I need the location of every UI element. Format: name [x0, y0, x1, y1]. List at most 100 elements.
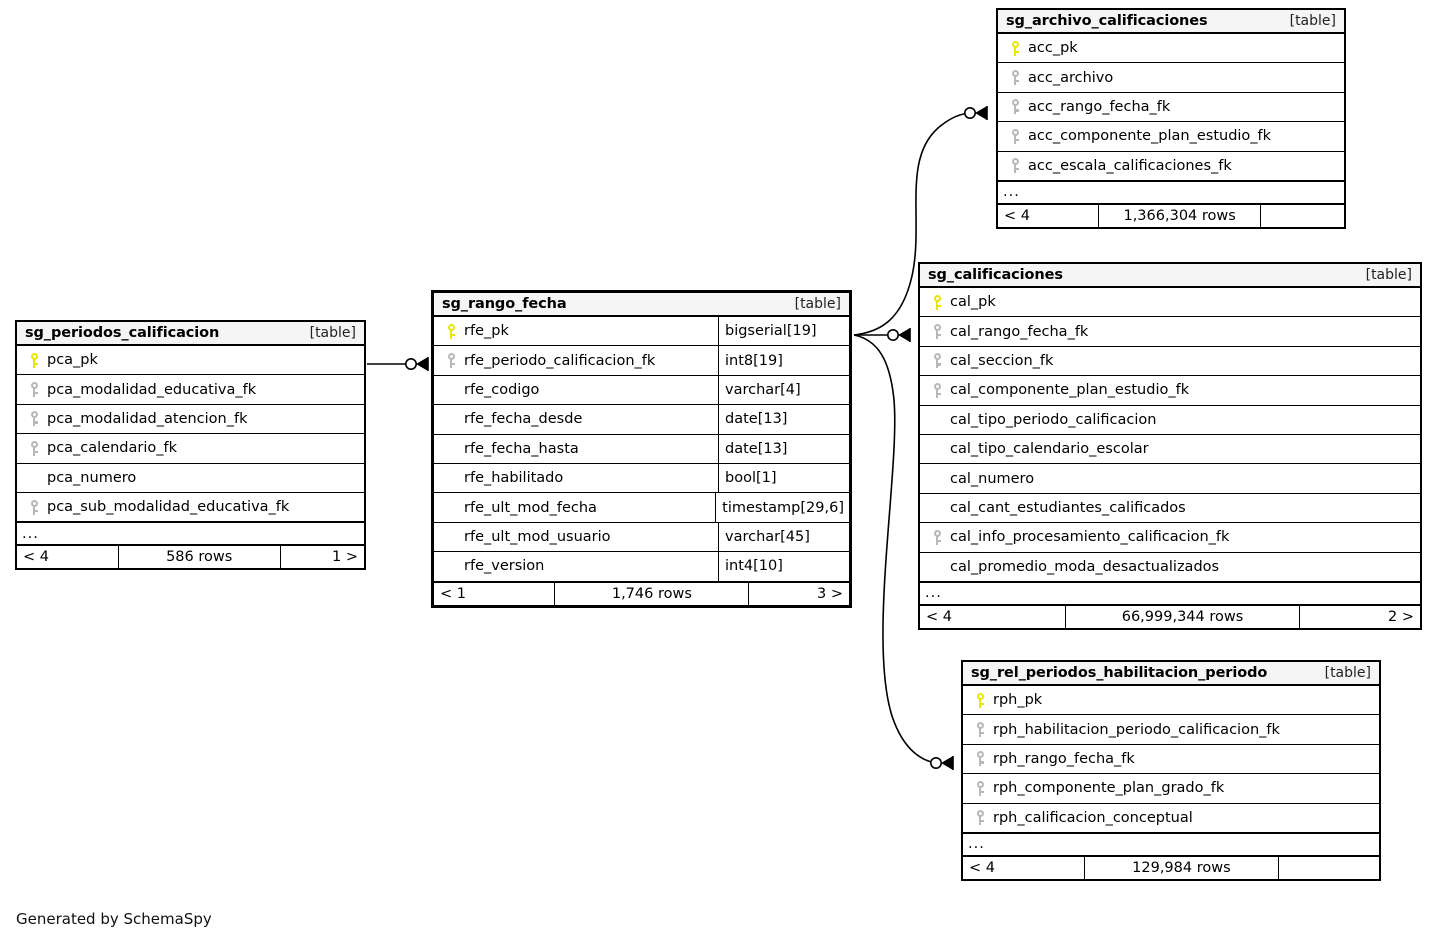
column-label: cal_rango_fecha_fk	[950, 323, 1089, 340]
key-icon-foreign	[976, 751, 985, 767]
table-footer: < 1 1,746 rows 3 >	[434, 581, 849, 605]
column-label: acc_rango_fecha_fk	[1028, 98, 1171, 115]
table-title: sg_rel_periodos_habilitacion_periodo	[971, 664, 1268, 681]
column-name-cell: cal_cant_estudiantes_calificados	[920, 494, 1420, 522]
column-label: cal_tipo_periodo_calificacion	[950, 411, 1157, 428]
column-row[interactable]: cal_componente_plan_estudio_fk	[920, 376, 1420, 406]
column-name-cell: rfe_fecha_hasta	[434, 435, 718, 463]
children-count[interactable]: 3 >	[817, 585, 843, 602]
column-row[interactable]: pca_numero	[17, 463, 364, 493]
key-icon-foreign	[1011, 70, 1020, 86]
children-count[interactable]	[1261, 205, 1344, 227]
children-count[interactable]	[1279, 857, 1379, 879]
column-row[interactable]: cal_tipo_periodo_calificacion	[920, 405, 1420, 435]
table-header-sg_archivo_calificaciones[interactable]: sg_archivo_calificaciones[table]	[998, 10, 1344, 34]
column-row[interactable]: rph_pk	[963, 686, 1379, 716]
column-row[interactable]: cal_numero	[920, 464, 1420, 494]
column-row[interactable]: pca_pk	[17, 346, 364, 376]
table-title: sg_archivo_calificaciones	[1006, 12, 1208, 29]
column-label: pca_modalidad_atencion_fk	[47, 410, 248, 427]
column-row[interactable]: cal_seccion_fk	[920, 346, 1420, 377]
column-label: cal_tipo_calendario_escolar	[950, 441, 1149, 458]
column-row[interactable]: acc_archivo	[998, 63, 1344, 93]
column-label: rfe_fecha_desde	[464, 411, 583, 428]
cardinality-many-marker	[941, 756, 953, 770]
column-label: cal_info_procesamiento_calificacion_fk	[950, 529, 1230, 546]
column-row[interactable]: rph_componente_plan_grado_fk	[963, 774, 1379, 804]
column-datatype: int4[10]	[718, 552, 849, 581]
column-row[interactable]: cal_tipo_calendario_escolar	[920, 434, 1420, 465]
column-row[interactable]: acc_componente_plan_estudio_fk	[998, 122, 1344, 152]
key-icon-primary	[447, 323, 456, 339]
table-header-sg_rel_periodos_habilitacion_periodo[interactable]: sg_rel_periodos_habilitacion_periodo [tab…	[963, 662, 1379, 686]
primary-key-icon	[927, 294, 947, 310]
column-name-cell: pca_pk	[17, 346, 364, 374]
parents-count[interactable]: < 4	[1004, 207, 1030, 224]
row-count: 1,746 rows	[554, 582, 750, 605]
foreign-key-icon	[24, 440, 44, 456]
key-icon-primary	[933, 294, 942, 310]
column-row[interactable]: acc_rango_fecha_fk	[998, 92, 1344, 123]
column-label: pca_sub_modalidad_educativa_fk	[47, 499, 290, 516]
column-row[interactable]: pca_calendario_fk	[17, 434, 364, 464]
column-row[interactable]: rph_calificacion_conceptual	[963, 803, 1379, 833]
table-header-sg_periodos_calificacion[interactable]: sg_periodos_calificacion[table]	[17, 322, 364, 346]
column-row[interactable]: cal_rango_fecha_fk	[920, 317, 1420, 347]
column-name-cell: acc_pk	[998, 34, 1344, 62]
column-row[interactable]: cal_promedio_moda_desactualizados	[920, 552, 1420, 582]
children-count[interactable]: 2 >	[1388, 608, 1414, 625]
column-row[interactable]: pca_sub_modalidad_educativa_fk	[17, 492, 364, 523]
column-label: rfe_version	[464, 558, 545, 575]
column-row[interactable]: pca_modalidad_educativa_fk	[17, 375, 364, 405]
parents-count[interactable]: < 4	[23, 549, 49, 566]
key-icon-foreign	[1011, 99, 1020, 115]
foreign-key-icon	[1005, 158, 1025, 174]
parents-count[interactable]: < 4	[969, 859, 995, 876]
column-row[interactable]: rph_rango_fecha_fk	[963, 744, 1379, 775]
key-icon-foreign	[976, 810, 985, 826]
column-row[interactable]: rph_habilitacion_periodo_calificacion_fk	[963, 715, 1379, 745]
column-name-cell: rfe_codigo	[434, 376, 718, 404]
table-box-sg_calificaciones[interactable]: sg_calificaciones[table]cal_pk cal_rango_…	[918, 262, 1422, 630]
column-row[interactable]: cal_pk	[920, 288, 1420, 318]
table-box-sg_rel_periodos_habilitacion_periodo[interactable]: sg_rel_periodos_habilitacion_periodo [tab…	[961, 660, 1381, 881]
more-columns-row: ...	[998, 180, 1344, 204]
column-label: rfe_habilitado	[464, 470, 564, 487]
column-row[interactable]: cal_info_procesamiento_calificacion_fk	[920, 523, 1420, 553]
table-header-sg_calificaciones[interactable]: sg_calificaciones[table]	[920, 264, 1420, 288]
column-name-cell: rfe_periodo_calificacion_fk	[434, 346, 718, 374]
column-name-cell: cal_pk	[920, 288, 1420, 316]
column-row[interactable]: cal_cant_estudiantes_calificados	[920, 493, 1420, 524]
column-datatype: bigserial[19]	[718, 317, 849, 346]
column-row[interactable]: pca_modalidad_atencion_fk	[17, 404, 364, 435]
column-row[interactable]: acc_escala_calificaciones_fk	[998, 151, 1344, 181]
column-row[interactable]: rfe_version int4[10]	[434, 552, 849, 582]
column-name-cell: cal_rango_fecha_fk	[920, 317, 1420, 345]
table-type-tag: [table]	[1324, 664, 1371, 681]
column-name-cell: acc_escala_calificaciones_fk	[998, 152, 1344, 180]
table-type-tag: [table]	[794, 295, 841, 312]
column-label: rfe_fecha_hasta	[464, 440, 579, 457]
column-label: pca_numero	[47, 469, 137, 486]
key-icon-foreign	[1011, 158, 1020, 174]
column-label: acc_pk	[1028, 40, 1078, 57]
table-header-sg_rango_fecha[interactable]: sg_rango_fecha[table]	[434, 293, 849, 317]
column-row[interactable]: acc_pk	[998, 34, 1344, 64]
parents-count[interactable]: < 1	[440, 585, 466, 602]
table-title: sg_calificaciones	[928, 266, 1063, 283]
cardinality-many-marker	[898, 328, 910, 342]
table-title: sg_periodos_calificacion	[25, 324, 220, 341]
children-count[interactable]: 1 >	[332, 549, 358, 566]
parents-count[interactable]: < 4	[926, 608, 952, 625]
